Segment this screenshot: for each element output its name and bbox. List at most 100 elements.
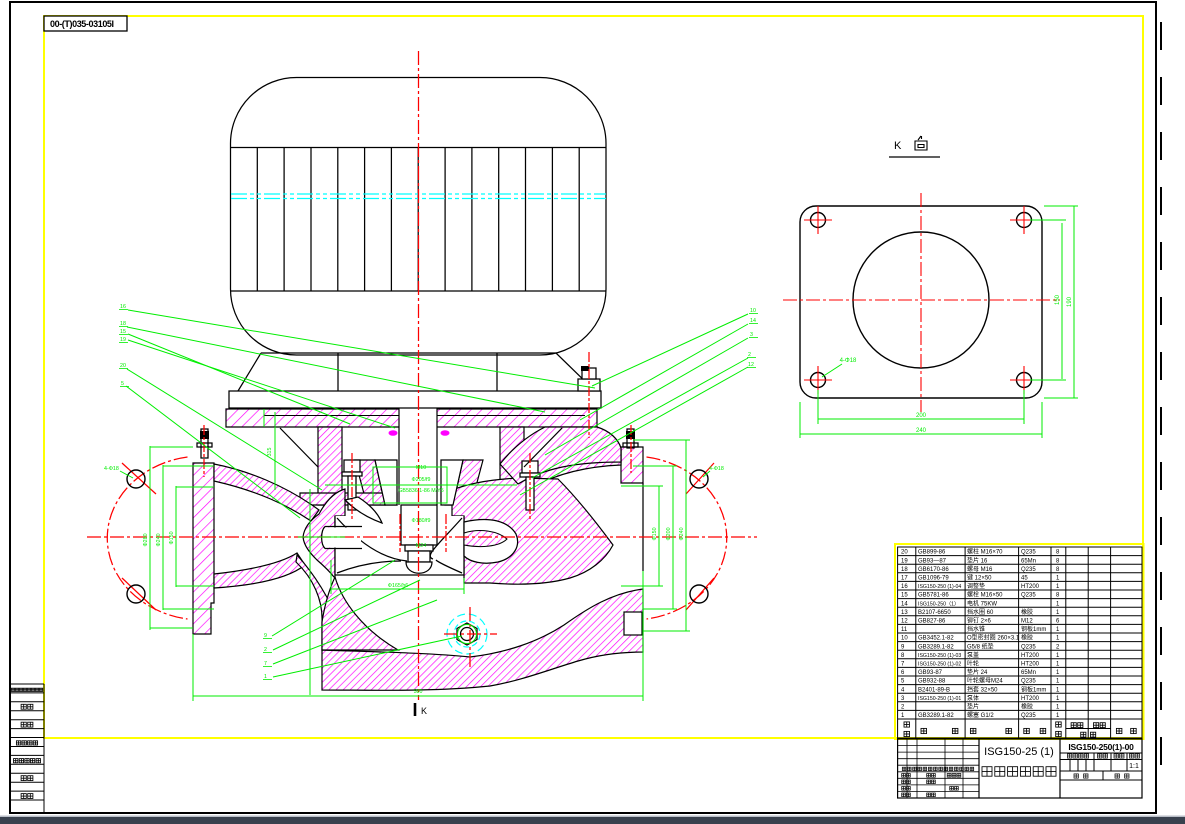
svg-text:18: 18 (120, 321, 126, 327)
svg-text:GB3289.1-82: GB3289.1-82 (918, 713, 954, 719)
svg-text:6: 6 (901, 670, 905, 676)
svg-text:15: 15 (901, 593, 908, 599)
svg-text:Φ180/f9: Φ180/f9 (412, 518, 431, 524)
svg-text:电机 75KW: 电机 75KW (967, 599, 997, 607)
svg-text:Q235: Q235 (1021, 713, 1036, 719)
svg-text:8: 8 (1056, 550, 1060, 556)
svg-text:M24: M24 (416, 543, 426, 549)
svg-text:19: 19 (901, 558, 908, 564)
svg-text:G5/8 纸垫: G5/8 纸垫 (967, 642, 994, 650)
svg-text:17: 17 (901, 576, 908, 582)
svg-text:ISG150-250(1)-00: ISG150-250(1)-00 (1068, 742, 1134, 752)
svg-text:ISG150-250 (1)-04: ISG150-250 (1)-04 (918, 584, 961, 590)
svg-text:橡胶: 橡胶 (1021, 634, 1033, 642)
svg-text:橡胶: 橡胶 (1021, 608, 1033, 616)
svg-text:B2401-89-B: B2401-89-B (918, 687, 950, 693)
svg-text:HT200: HT200 (1021, 653, 1040, 659)
svg-text:9: 9 (901, 644, 905, 650)
svg-text:45: 45 (1021, 576, 1028, 582)
svg-text:GB93-87: GB93-87 (918, 670, 943, 676)
svg-text:调整垫: 调整垫 (967, 582, 985, 590)
svg-text:9: 9 (264, 633, 267, 639)
svg-text:Φ200: Φ200 (666, 527, 672, 540)
svg-text:螺塞 G1/2: 螺塞 G1/2 (967, 711, 994, 719)
svg-text:1: 1 (1056, 627, 1060, 633)
svg-text:14: 14 (750, 318, 756, 324)
svg-text:Q235: Q235 (1021, 679, 1036, 685)
svg-text:Φ240: Φ240 (156, 533, 162, 546)
svg-text:GB93—87: GB93—87 (918, 558, 947, 564)
svg-text:8: 8 (901, 653, 905, 659)
svg-text:Φ240: Φ240 (679, 527, 685, 540)
svg-text:65Mn: 65Mn (1021, 670, 1036, 676)
svg-text:8: 8 (1056, 593, 1060, 599)
svg-text:2: 2 (264, 647, 267, 653)
svg-text:4-Φ18: 4-Φ18 (840, 358, 857, 364)
svg-text:1: 1 (1056, 696, 1060, 702)
svg-text:ISG150-250 (1)-03: ISG150-250 (1)-03 (918, 653, 961, 659)
svg-text:3: 3 (901, 696, 905, 702)
svg-text:1: 1 (1056, 687, 1060, 693)
svg-text:O型密封圈 260×3.1: O型密封圈 260×3.1 (967, 634, 1020, 642)
svg-text:315: 315 (267, 448, 273, 457)
svg-text:ISG150-25 (1): ISG150-25 (1) (984, 746, 1054, 758)
svg-text:3: 3 (750, 332, 753, 338)
svg-text:1: 1 (1056, 662, 1060, 668)
svg-text:1: 1 (1056, 713, 1060, 719)
svg-text:150: 150 (1055, 294, 1061, 305)
svg-text:B2107-6650: B2107-6650 (918, 610, 951, 616)
svg-text:20: 20 (120, 363, 126, 369)
svg-text:20: 20 (901, 550, 908, 556)
svg-text:M10: M10 (416, 465, 426, 471)
svg-text:GB5781-86: GB5781-86 (918, 593, 949, 599)
svg-text:钢板1mm: 钢板1mm (1021, 625, 1046, 633)
svg-text:15: 15 (120, 329, 126, 335)
svg-text:65Mn: 65Mn (1021, 558, 1036, 564)
svg-text:钢板1mm: 钢板1mm (1021, 685, 1046, 693)
svg-text:GB6170-86: GB6170-86 (918, 567, 949, 573)
svg-text:Φ280: Φ280 (143, 533, 149, 546)
svg-text:GB5836.1-86 M/Y5: GB5836.1-86 M/Y5 (398, 488, 443, 494)
svg-text:4: 4 (901, 687, 905, 693)
svg-text:Φ150: Φ150 (652, 527, 658, 540)
svg-text:6: 6 (1056, 619, 1060, 625)
svg-text:挡水圈 60: 挡水圈 60 (967, 608, 994, 616)
svg-text:GB932-88: GB932-88 (918, 679, 946, 685)
svg-text:1: 1 (1056, 601, 1060, 607)
svg-text:Φ165/h6: Φ165/h6 (388, 583, 408, 589)
svg-text:螺母 M16: 螺母 M16 (967, 565, 993, 573)
svg-text:12: 12 (748, 362, 754, 368)
svg-text:190: 190 (1067, 296, 1073, 307)
svg-text:14: 14 (901, 601, 908, 607)
svg-text:13: 13 (901, 610, 908, 616)
svg-text:1: 1 (901, 713, 905, 719)
svg-text:4-Φ18: 4-Φ18 (709, 466, 724, 472)
svg-text:1: 1 (1056, 705, 1060, 711)
svg-text:叶轮螺母M24: 叶轮螺母M24 (967, 677, 1003, 685)
svg-text:Q235: Q235 (1021, 593, 1036, 599)
svg-text:7: 7 (264, 661, 267, 667)
svg-text:2: 2 (1056, 644, 1060, 650)
svg-text:1: 1 (1056, 653, 1060, 659)
svg-text:垫片 16: 垫片 16 (967, 556, 988, 564)
svg-text:18: 18 (901, 567, 908, 573)
svg-text:泵盖: 泵盖 (967, 651, 979, 659)
svg-text:K: K (894, 140, 902, 152)
svg-text:GB1096-79: GB1096-79 (918, 576, 949, 582)
svg-text:10: 10 (901, 636, 908, 642)
svg-text:橡胶: 橡胶 (1021, 703, 1033, 711)
svg-text:GB899-86: GB899-86 (918, 550, 946, 556)
svg-text:1: 1 (1056, 610, 1060, 616)
svg-text:Φ150: Φ150 (169, 531, 175, 544)
svg-text:螺栓 M16×50: 螺栓 M16×50 (967, 591, 1003, 599)
svg-text:HT200: HT200 (1021, 584, 1040, 590)
svg-text:ISG150-250 (1)-01: ISG150-250 (1)-01 (918, 696, 961, 702)
svg-text:叶轮: 叶轮 (967, 660, 979, 668)
svg-text:00-(T)035-03105I: 00-(T)035-03105I (50, 19, 114, 29)
svg-text:2: 2 (901, 705, 905, 711)
svg-text:泵体: 泵体 (967, 694, 979, 702)
svg-text:1: 1 (1056, 576, 1060, 582)
svg-text:Q235: Q235 (1021, 644, 1036, 650)
svg-text:1: 1 (1056, 636, 1060, 642)
svg-text:7: 7 (901, 662, 905, 668)
